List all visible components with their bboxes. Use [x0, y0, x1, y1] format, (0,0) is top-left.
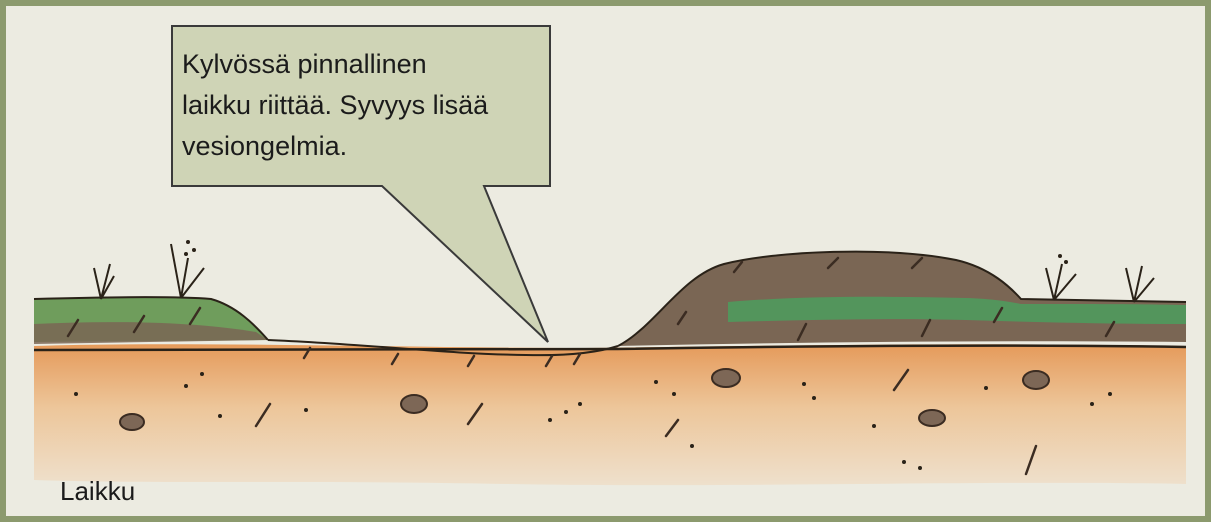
- callout-line-1: Kylvössä pinnallinen: [182, 44, 562, 85]
- figure-caption: Laikku: [60, 476, 135, 507]
- callout-line-3: vesiongelmia.: [182, 126, 562, 167]
- callout-line-2: laikku riittää. Syvyys lisää: [182, 85, 562, 126]
- callout-text: Kylvössä pinnallinen laikku riittää. Syv…: [182, 44, 562, 167]
- subsoil-layer: [34, 344, 1186, 485]
